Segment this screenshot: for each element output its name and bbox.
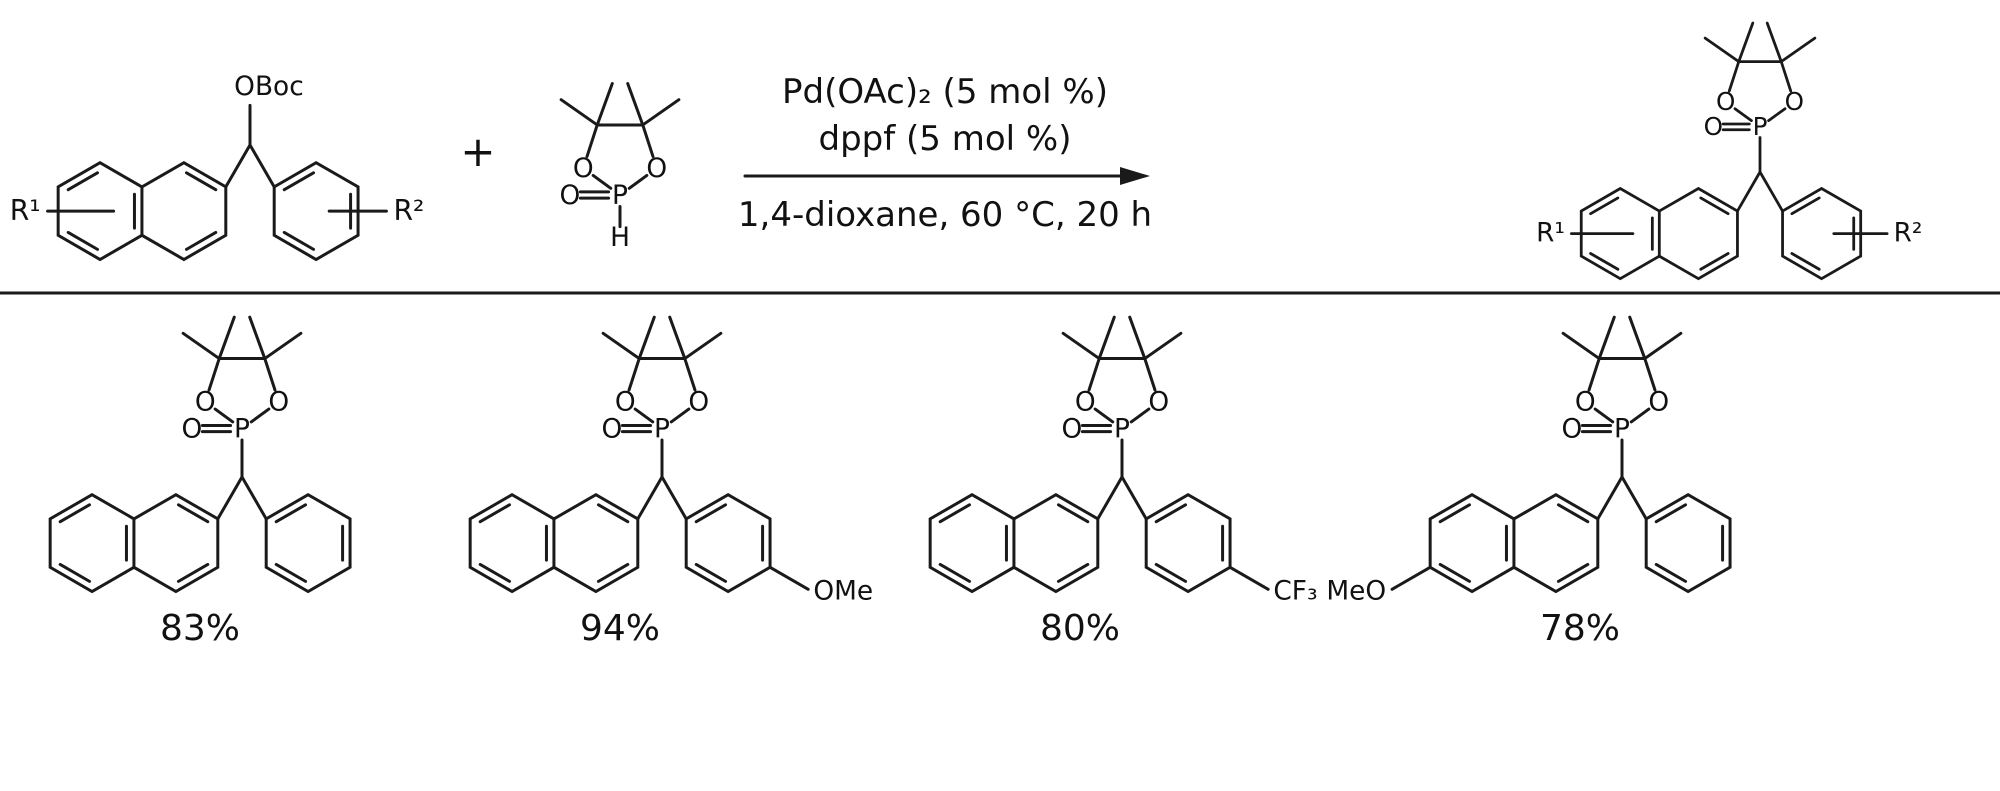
substituent-label-ome: OMe	[813, 575, 873, 606]
reactant-structure	[58, 71, 358, 260]
arrowhead	[1120, 167, 1150, 185]
product-structure	[50, 317, 350, 591]
product-4: MeO	[1326, 317, 1730, 606]
product-structure	[1581, 23, 1860, 279]
yield-label-1: 83%	[160, 608, 240, 649]
product-structure	[930, 317, 1230, 591]
reactant-r-groups	[8, 192, 426, 229]
product-1	[50, 317, 350, 591]
scheme-product	[1534, 23, 1924, 279]
reaction-arrow-group: Pd(OAc)₂ (5 mol %) dppf (5 mol %) 1,4-di…	[738, 72, 1152, 235]
reactant-diarylmethyl-boc-ester	[8, 71, 426, 260]
yield-label-4: 78%	[1540, 608, 1620, 649]
substituent-label-meo: MeO	[1326, 575, 1386, 606]
phosphonate-unit	[557, 82, 681, 213]
substituent-label-cf3: CF₃	[1273, 575, 1317, 606]
conditions-line-1: Pd(OAc)₂ (5 mol %)	[782, 72, 1108, 112]
plus-sign: +	[460, 127, 495, 176]
substituent-bond	[768, 565, 810, 591]
product-r-groups	[1534, 217, 1924, 251]
product-structure	[470, 317, 770, 591]
substituent-bond	[1228, 565, 1270, 591]
atom-label-h: H	[610, 222, 630, 253]
product-2: OMe	[470, 317, 873, 606]
product-3: CF₃	[930, 317, 1318, 606]
reagent-pinacol-h-phosphonate: H	[557, 82, 681, 253]
conditions-line-3: 1,4-dioxane, 60 °C, 20 h	[738, 195, 1152, 235]
conditions-line-2: dppf (5 mol %)	[819, 119, 1072, 159]
yield-label-3: 80%	[1040, 608, 1120, 649]
yield-label-2: 94%	[580, 608, 660, 649]
product-structure	[1430, 317, 1730, 591]
substituent-bond	[1390, 565, 1432, 591]
